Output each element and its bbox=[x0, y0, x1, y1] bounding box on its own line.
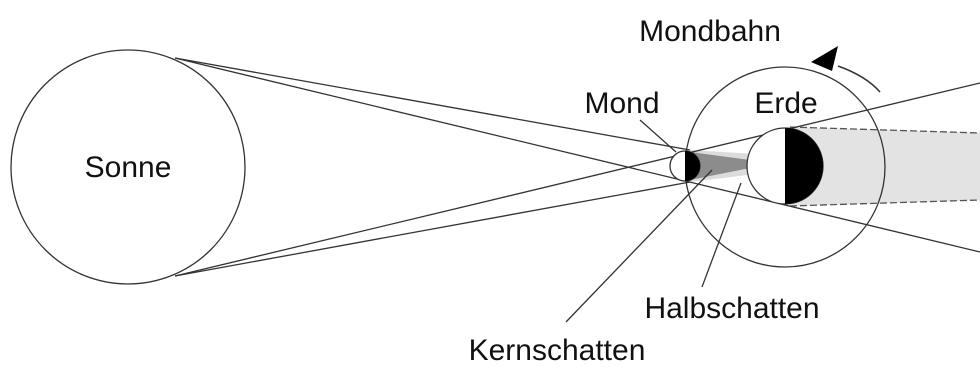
moon-orbit-label: Mondbahn bbox=[639, 15, 781, 48]
earth-night-side bbox=[785, 128, 823, 204]
penumbra-leader-line bbox=[701, 182, 742, 288]
earth-shadow-upper-edge bbox=[789, 126, 980, 134]
sun bbox=[10, 49, 246, 285]
moon-label: Mond bbox=[584, 87, 659, 120]
earth-label: Erde bbox=[754, 87, 817, 120]
moon-leader-line bbox=[639, 119, 677, 153]
sun-ray bbox=[174, 57, 980, 253]
sun-ray bbox=[174, 57, 691, 151]
sun-ray bbox=[174, 181, 691, 277]
penumbra-label: Halbschatten bbox=[644, 292, 819, 325]
sun-label: Sonne bbox=[85, 151, 172, 184]
umbra-region bbox=[690, 152, 750, 180]
orbit-arrow-arc bbox=[837, 65, 881, 93]
umbra-leader-line bbox=[565, 169, 713, 323]
umbra-label: Kernschatten bbox=[469, 334, 646, 367]
moon-night-side bbox=[685, 151, 700, 181]
sun-ray bbox=[174, 82, 980, 277]
earth-shadow-lower-edge bbox=[789, 199, 980, 207]
arrow-icon bbox=[811, 46, 838, 71]
